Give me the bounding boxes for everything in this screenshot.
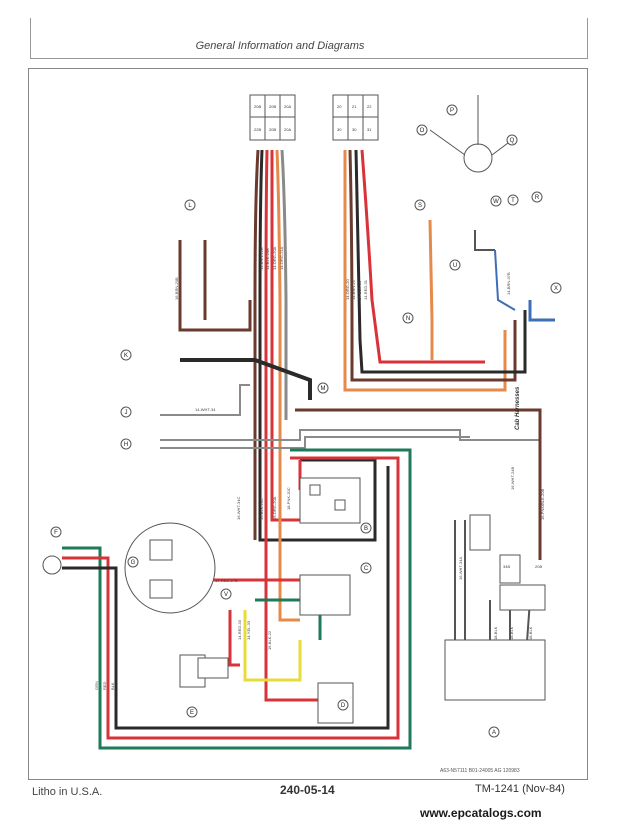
- callout-A: A: [492, 730, 496, 736]
- wire-label-lower-1: 14-RED-33: [237, 619, 242, 640]
- wire-label-left-0: 16-BRN-20B: [174, 277, 179, 300]
- main-harness-bundle: [253, 149, 377, 702]
- conn-tr-3: 30: [337, 127, 342, 132]
- wire-label-lower-3: 16-BLK-22: [267, 630, 272, 650]
- wire-label-right-1: 14-BRN-21: [351, 279, 356, 300]
- component-q-hub: [429, 95, 513, 173]
- drawing-reference: A63-N57111 B01-24005 AG 120983: [440, 768, 520, 774]
- wire-label-rr-3: 16-WHT-34A: [458, 557, 463, 580]
- wire-label-lower-2: 14-YEL-33: [246, 620, 251, 640]
- footer-manual-id: TM-1241 (Nov-84): [475, 783, 565, 795]
- wire-label-fr-3: 18-BLK: [509, 626, 514, 640]
- wire-label-mid-1: 16-BLK-20C: [259, 498, 264, 520]
- switch-c: [299, 574, 351, 616]
- wire-label-mid-0: 16-WHT-34C: [236, 497, 241, 520]
- callout-H: H: [124, 442, 128, 448]
- callout-P: P: [450, 108, 454, 114]
- wire-label-lower-0: 14-RED-27B: [215, 578, 238, 583]
- wire-label-fr-0: 34B: [503, 564, 510, 569]
- conn-tl-0: 20B: [254, 104, 261, 109]
- right-harness-bundle: [343, 149, 527, 392]
- callout-labels: L K J H F G V E M N C B D A P Q O R S: [50, 104, 562, 738]
- cab-harnesses-label: Cab Harnesses: [515, 386, 521, 430]
- wire-label-fr-2: 18-BLK: [493, 626, 498, 640]
- wire-label-main-3: 14-ORG-21A: [279, 246, 284, 270]
- wire-label-left-1: 14-WHT-34: [195, 407, 216, 412]
- callout-N: N: [406, 316, 410, 322]
- conn-tr-2: 22: [367, 104, 372, 109]
- callout-D: D: [341, 703, 346, 709]
- wire-label-main-1: 14-BLK-20B: [265, 248, 270, 270]
- wire-label-fr-1: 20B: [535, 564, 542, 569]
- callout-B: B: [364, 526, 368, 532]
- wire-label-bottom-0: GRN: [94, 681, 99, 690]
- wire-label-right-3: 14-RED-31: [363, 279, 368, 300]
- wire-label-rr-0: 16-WHT-24B: [510, 467, 515, 490]
- connector-top-right: [332, 94, 379, 141]
- wire-label-bottom-1: RED: [102, 681, 107, 690]
- conn-tl-1: 20B: [269, 104, 276, 109]
- footer-page-number: 240-05-14: [280, 783, 335, 797]
- conn-tr-1: 21: [352, 104, 357, 109]
- callout-F: F: [54, 530, 58, 536]
- conn-tl-3: 22B: [254, 127, 261, 132]
- wire-label-right-2: 14-BLK-30: [357, 280, 362, 300]
- footer-litho: Litho in U.S.A.: [32, 786, 103, 798]
- conn-tl-4: 20B: [269, 127, 276, 132]
- switch-b: [299, 477, 361, 524]
- callout-E: E: [190, 710, 194, 716]
- wire-label-main-0: 14-BRN-22B: [259, 247, 264, 270]
- perimeter-wires: [62, 408, 542, 750]
- component-a-box: [444, 514, 546, 701]
- callout-S: S: [418, 203, 422, 209]
- conn-tl-5: 20A: [284, 127, 291, 132]
- conn-tr-5: 31: [367, 127, 372, 132]
- wire-label-rr-1: 16-PNK/BLK-20B: [540, 489, 545, 520]
- wire-label-mid-3: 18-PNK-20C: [286, 487, 291, 510]
- callout-M: M: [321, 386, 326, 392]
- callout-L: L: [188, 203, 192, 209]
- wire-label-bottom-2: BLK: [110, 682, 115, 690]
- callout-W: W: [493, 199, 499, 205]
- header-rule: [30, 18, 588, 59]
- page-header-title: General Information and Diagrams: [195, 40, 365, 52]
- callout-C: C: [364, 566, 369, 572]
- diagram-frame: [28, 68, 588, 780]
- callout-U: U: [453, 263, 457, 269]
- callout-J: J: [125, 410, 128, 416]
- callout-V: V: [224, 592, 228, 598]
- wire-label-mid-2: 16-ORG-20A: [272, 496, 277, 520]
- switch-e: [179, 654, 229, 688]
- wire-label-main-2: 14-ORG-20A: [272, 246, 277, 270]
- callout-K: K: [124, 353, 128, 359]
- wire-label-group: 14-BRN-22B 14-BLK-20B 14-ORG-20A 14-ORG-…: [94, 246, 545, 690]
- callout-X: X: [554, 286, 558, 292]
- callout-G: G: [131, 560, 136, 566]
- conn-tr-0: 20: [337, 104, 342, 109]
- lamp-f: [42, 555, 62, 575]
- wire-label-fr-4: 18-BLK: [528, 626, 533, 640]
- wire-label-rr-2: 14-BRN-37B: [506, 272, 511, 295]
- conn-tl-2: 20A: [284, 104, 291, 109]
- connector-top-left: [249, 94, 296, 141]
- callout-R: R: [535, 195, 540, 201]
- conn-tr-4: 30: [352, 127, 357, 132]
- callout-Q: Q: [510, 138, 515, 144]
- callout-O: O: [420, 128, 425, 134]
- left-branch: [160, 240, 541, 460]
- watermark: www.epcatalogs.com: [420, 806, 542, 820]
- callout-T: T: [511, 198, 515, 204]
- wire-label-right-0: 14-ORG-20: [345, 279, 350, 300]
- connector-cell-labels: 20B 20B 20A 22B 20B 20A 20 21 22 30 30 3…: [254, 104, 372, 132]
- component-g-circle: [124, 522, 216, 614]
